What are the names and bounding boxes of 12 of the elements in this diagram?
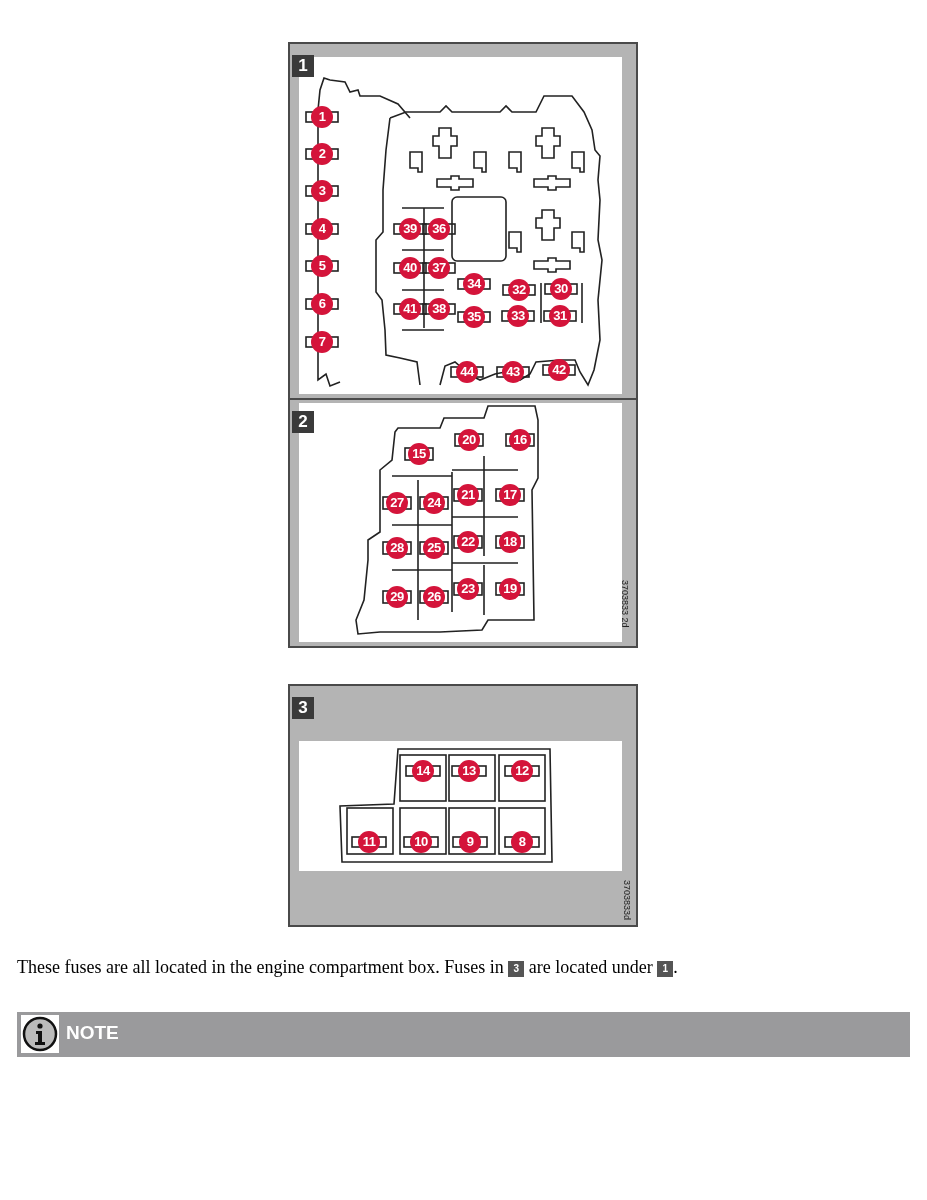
fuse-panel [288, 684, 638, 927]
panel-number: 3 [508, 961, 525, 977]
part-code: 3703833d [622, 880, 632, 921]
note-heading: NOTE [66, 1022, 119, 1044]
panel-number: 2 [292, 411, 314, 433]
body-text: . [673, 957, 678, 977]
panel-number: 3 [292, 697, 314, 719]
panel-number: 1 [292, 55, 314, 77]
body-text: are located under [528, 957, 653, 977]
part-code: 3703833 2d [620, 580, 630, 628]
panel-number: 1 [657, 961, 674, 977]
body-text: These fuses are all located in the engine compartment box. Fuses in [17, 957, 504, 977]
